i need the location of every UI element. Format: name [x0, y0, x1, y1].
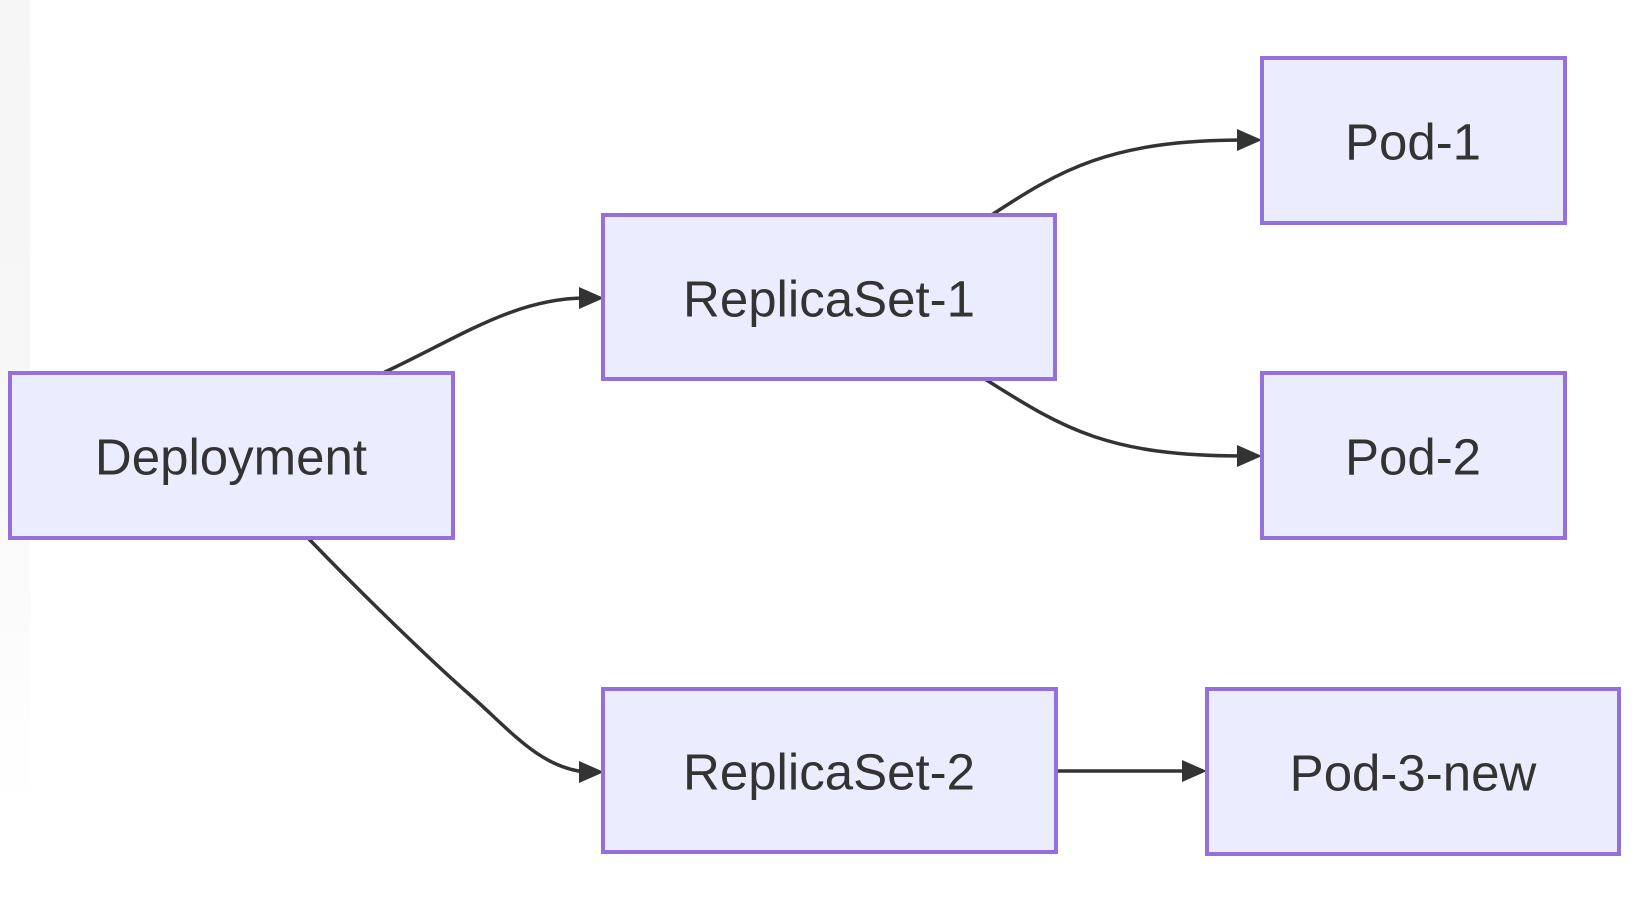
node-pod-2-label: Pod-2 — [1345, 429, 1481, 486]
edge-deployment-to-replicaset-1 — [383, 296, 588, 374]
node-deployment-label: Deployment — [95, 429, 367, 486]
arrowhead-icon — [579, 761, 604, 783]
node-pod-3-new-box — [1205, 687, 1621, 856]
arrowhead-icon — [1237, 129, 1262, 151]
node-deployment-box — [8, 371, 455, 540]
node-pod-3-new: Pod-3-new — [1205, 687, 1621, 856]
node-pod-1: Pod-1 — [1260, 56, 1567, 225]
arrowhead-icon — [1237, 445, 1262, 467]
node-replicaset-1: ReplicaSet-1 — [601, 213, 1057, 381]
node-pod-2: Pod-2 — [1260, 371, 1567, 540]
node-pod-2-box — [1260, 371, 1567, 540]
edge-replicaset-1-to-pod-2 — [983, 377, 1246, 458]
arrowhead-icon — [579, 287, 604, 309]
node-replicaset-2: ReplicaSet-2 — [601, 687, 1058, 854]
node-deployment: Deployment — [8, 371, 455, 540]
arrowhead-icon — [1182, 760, 1207, 782]
node-replicaset-2-box — [601, 687, 1058, 854]
node-pod-1-label: Pod-1 — [1345, 114, 1481, 171]
node-pod-1-box — [1260, 56, 1567, 225]
node-replicaset-1-label: ReplicaSet-1 — [683, 271, 975, 328]
edge-layer — [306, 129, 1262, 783]
node-pod-3-new-label: Pod-3-new — [1290, 745, 1537, 802]
node-replicaset-1-box — [601, 213, 1057, 381]
edge-replicaset-1-to-pod-1 — [988, 138, 1246, 218]
edge-deployment-to-replicaset-2 — [306, 536, 588, 774]
node-replicaset-2-label: ReplicaSet-2 — [683, 744, 975, 801]
